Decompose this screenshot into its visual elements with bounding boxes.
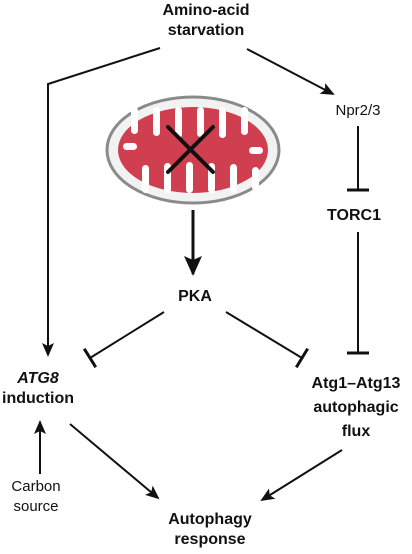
edge-atg8-to-response: [69, 423, 160, 500]
mitochondrion-cristae: [123, 107, 263, 193]
x-mark-icon: [166, 125, 215, 174]
edge-pka-to-atg8: [82, 311, 165, 369]
node-label-line: response: [174, 531, 246, 548]
node-atg8-induction: ATG8 induction: [2, 369, 74, 409]
node-carbon-source: Carbon source: [11, 477, 60, 516]
node-pka: PKA: [178, 287, 212, 307]
node-label: TORC1: [327, 207, 381, 224]
node-npr2-3: Npr2/3: [335, 102, 380, 121]
node-label-line: flux: [341, 423, 371, 440]
edges: [34, 47, 369, 502]
node-label: PKA: [178, 288, 212, 305]
node-torc1: TORC1: [327, 206, 381, 226]
node-label-line: starvation: [167, 22, 245, 39]
edge-pka-to-atg1: [225, 311, 309, 369]
node-label-line: autophagic: [313, 399, 399, 416]
edge-starvation-to-npr: [246, 48, 335, 95]
node-label-line: Amino-acid: [162, 2, 250, 19]
node-label: Npr2/3: [335, 102, 381, 119]
edge-atg1-to-response: [260, 449, 343, 502]
edge-starvation-to-atg8: [42, 47, 161, 357]
node-autophagy-response: Autophagy response: [168, 510, 252, 550]
node-atg1-atg13-flux: Atg1–Atg13 autophagic flux: [312, 372, 401, 444]
node-label-line: induction: [2, 390, 74, 407]
node-amino-acid-starvation: Amino-acid starvation: [162, 1, 249, 41]
node-label-gene: ATG8: [17, 370, 59, 387]
mitochondrion-icon: [105, 95, 281, 205]
node-label-line: Autophagy: [168, 511, 252, 528]
node-label-line: Atg1–Atg13: [311, 375, 401, 392]
node-label-line: Carbon: [11, 478, 61, 495]
node-label-line: source: [13, 497, 59, 515]
